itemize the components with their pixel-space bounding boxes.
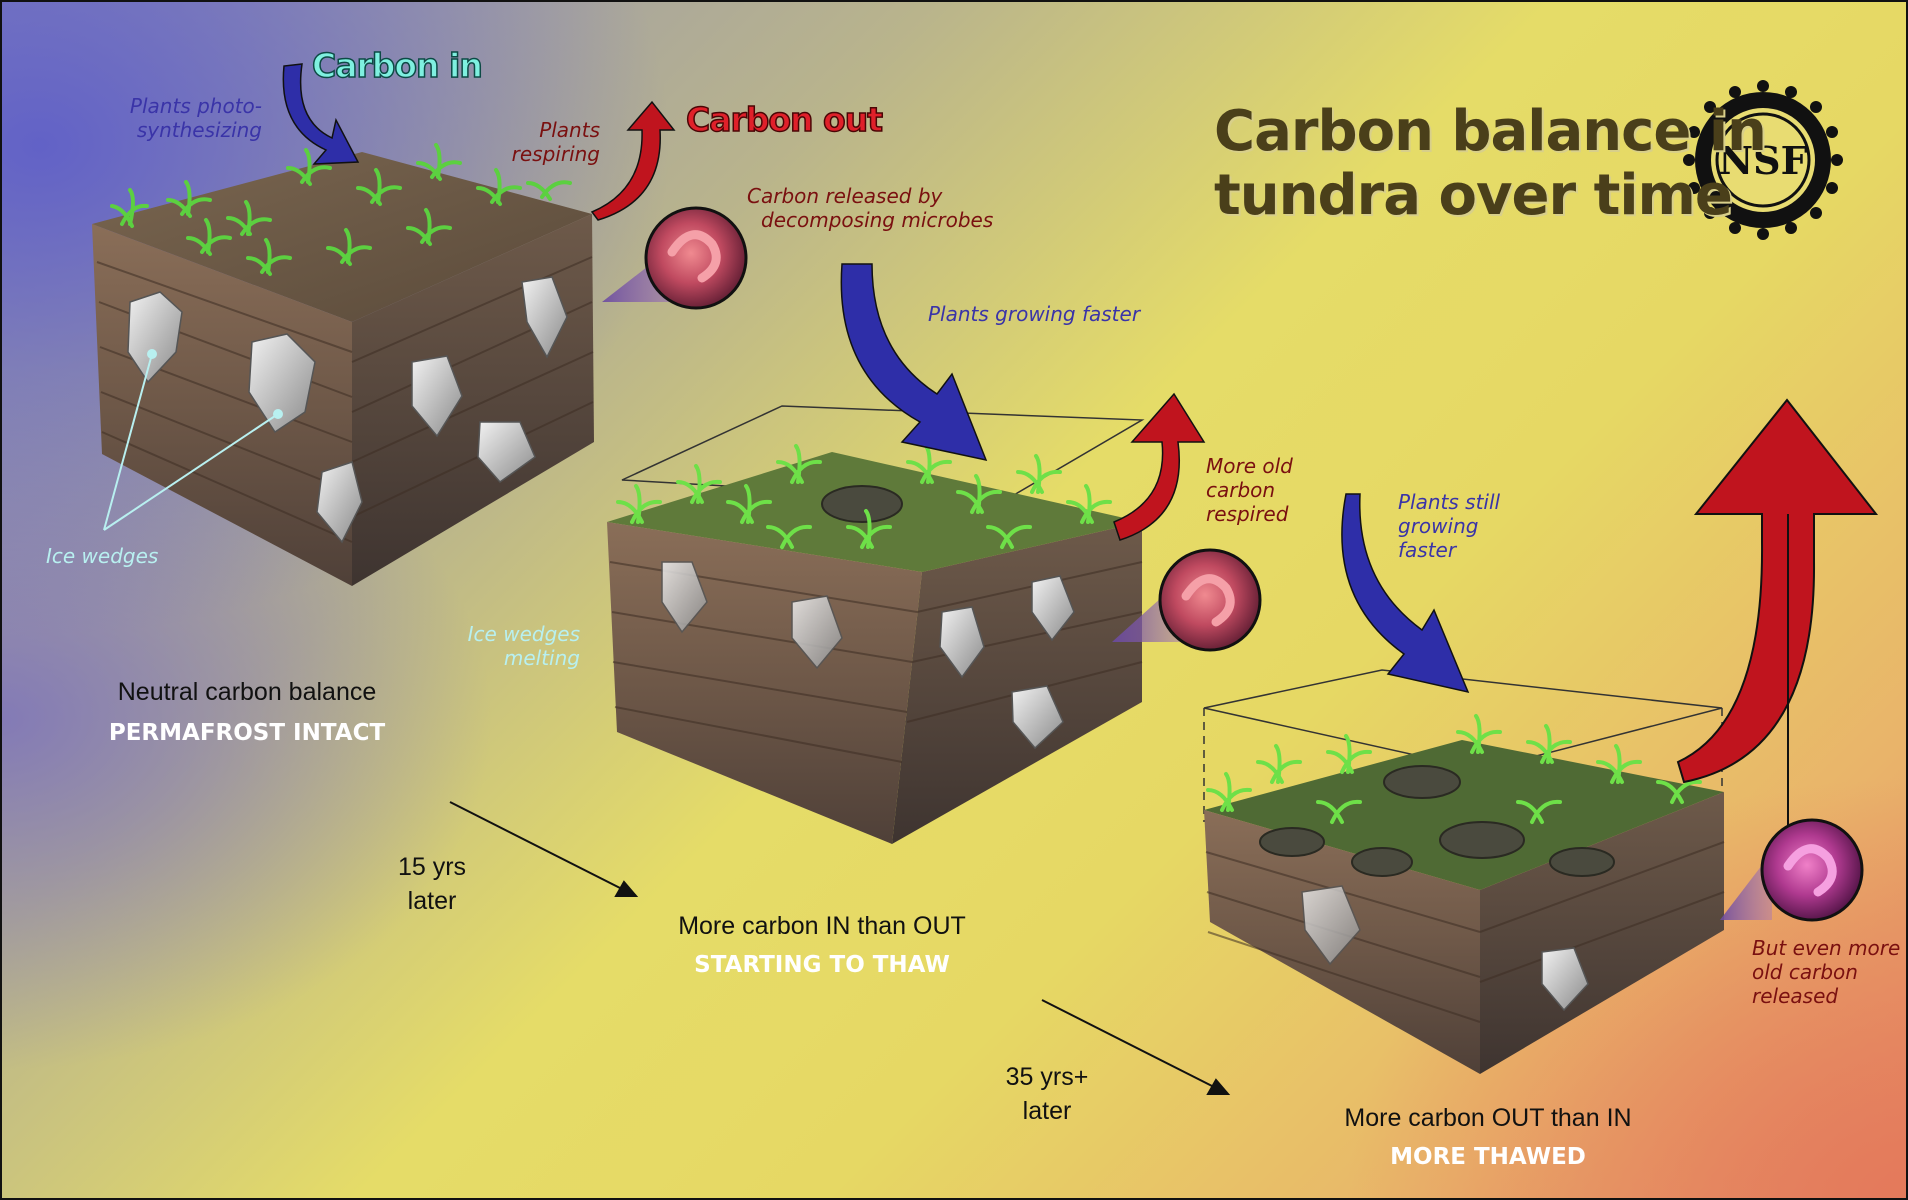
carbon-out-arrow-3 xyxy=(1676,398,1879,784)
even-more-line-3: released xyxy=(1752,984,1839,1008)
timeline-arrow-2 xyxy=(1041,999,1231,1095)
microbes-line-2: decomposing microbes xyxy=(761,208,994,232)
carbon-in-arrow-3 xyxy=(1341,493,1470,694)
microbe-inset-3 xyxy=(1720,818,1864,922)
plants-still-line-1: Plants still xyxy=(1398,490,1501,514)
plants-respiring-line-1: Plants xyxy=(539,118,600,142)
more-old-carbon-label: More old carbon respired xyxy=(1206,454,1293,526)
plants-still-line-2: growing xyxy=(1398,514,1479,538)
plants-photo-line-2: synthesizing xyxy=(136,118,262,142)
tundra-block-1 xyxy=(92,143,594,586)
panel2-caption: More carbon IN than OUT xyxy=(678,912,966,940)
timeline-1-later: later xyxy=(407,887,457,915)
panel3-caption: More carbon OUT than IN xyxy=(1344,1104,1632,1132)
carbon-in-arrow-2 xyxy=(840,263,988,462)
timeline-2-years: 35 yrs+ xyxy=(1005,1063,1089,1091)
panel3-status: MORE THAWED xyxy=(1390,1144,1586,1170)
even-more-line-2: old carbon xyxy=(1752,960,1858,984)
ice-wedges-melting-label: Ice wedges melting xyxy=(458,622,580,670)
page-title: Carbon balance in tundra over time xyxy=(1214,99,1767,228)
plants-still-line-3: faster xyxy=(1398,538,1457,562)
carbon-in-arrow xyxy=(282,63,360,165)
panel1-status: PERMAFROST INTACT xyxy=(108,720,386,746)
ice-wedges-block1 xyxy=(127,276,568,544)
nsf-logo: NSF xyxy=(1683,80,1843,240)
timeline-label-1: 15 yrs later xyxy=(372,850,492,918)
microbe-inset-2 xyxy=(1112,548,1262,652)
plants-block1 xyxy=(110,143,572,276)
panel1-caption: Neutral carbon balance xyxy=(117,678,377,706)
microbes-label: Carbon released by decomposing microbes xyxy=(747,184,993,232)
microbe-inset-1 xyxy=(602,206,748,310)
tundra-block-3 xyxy=(1203,669,1725,1074)
timeline-label-2: 35 yrs+ later xyxy=(987,1060,1107,1128)
plants-photo-line-1: Plants photo- xyxy=(129,94,262,118)
ice-melting-line-2: melting xyxy=(503,646,580,670)
even-more-carbon-label: But even more old carbon released xyxy=(1752,936,1900,1008)
ice-melting-line-1: Ice wedges xyxy=(467,622,580,646)
old-carbon-line-1: More old xyxy=(1206,454,1293,478)
ice-wedge-pointers xyxy=(103,349,283,531)
old-carbon-line-2: carbon xyxy=(1206,478,1276,502)
carbon-out-arrow xyxy=(590,100,676,221)
plants-respiring-line-2: respiring xyxy=(511,142,600,166)
ice-wedges-label: Ice wedges xyxy=(46,544,159,568)
plants-growing-faster-label: Plants growing faster xyxy=(928,302,1141,326)
timeline-arrow-1 xyxy=(449,801,639,897)
timeline-2-later: later xyxy=(1022,1097,1072,1125)
carbon-out-arrow-2 xyxy=(1113,392,1206,541)
tundra-block-2 xyxy=(607,405,1145,844)
nsf-logo-text: NSF xyxy=(1718,138,1807,183)
plants-still-growing-label: Plants still growing faster xyxy=(1398,490,1500,562)
even-more-line-1: But even more xyxy=(1752,936,1901,960)
panel2-status: STARTING TO THAW xyxy=(694,952,950,978)
plants-respiring-label: Plants respiring xyxy=(502,118,600,166)
microbes-line-1: Carbon released by xyxy=(747,184,943,208)
timeline-1-years: 15 yrs xyxy=(397,853,467,881)
carbon-in-label: Carbon in xyxy=(311,45,483,86)
plants-photosynthesizing-label: Plants photo- synthesizing xyxy=(112,94,262,142)
old-carbon-line-3: respired xyxy=(1206,502,1289,526)
carbon-out-label: Carbon out xyxy=(685,99,883,140)
block1-top xyxy=(92,152,592,322)
title-line-2: tundra over time xyxy=(1214,163,1733,228)
title-line-1: Carbon balance in xyxy=(1214,99,1767,164)
